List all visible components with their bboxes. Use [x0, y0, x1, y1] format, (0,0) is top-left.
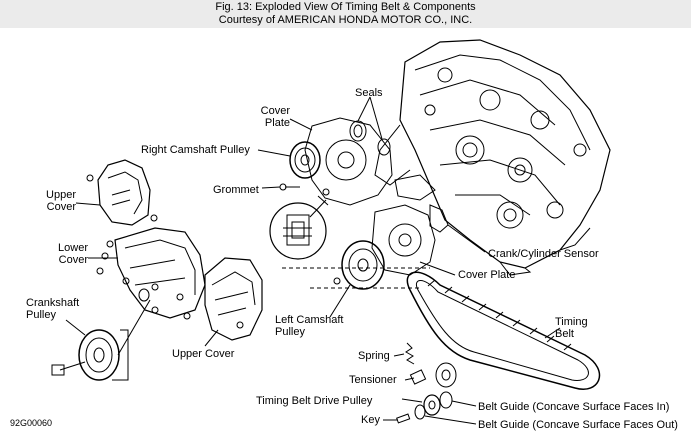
engine-block [374, 39, 611, 276]
crank-cylinder-sensor [429, 204, 486, 253]
belt-guide-leaders [424, 400, 477, 425]
upper-cover-bottom [176, 257, 263, 347]
label-left-camshaft-pulley-line1: Left Camshaft [275, 314, 344, 326]
label-cover-plate-top-line2: Plate [264, 117, 290, 129]
label-lower-cover: Lower Cover [48, 242, 88, 266]
label-timing-belt-drive-pulley: Timing Belt Drive Pulley [256, 395, 373, 407]
label-upper-cover-left-line2: Cover [46, 201, 76, 213]
label-crankshaft-pulley-line1: Crankshaft [26, 297, 80, 309]
spring [393, 342, 415, 365]
lower-cover [88, 227, 206, 319]
upper-cover-left [75, 159, 158, 226]
timing-belt-drive-pulley [401, 391, 453, 420]
label-upper-cover-left-line1: Upper [46, 189, 76, 201]
tensioner [404, 362, 457, 388]
label-crankshaft-pulley-line2: Pulley [26, 309, 56, 321]
label-lower-cover-line2: Cover [58, 254, 88, 266]
label-upper-cover-bottom: Upper Cover [172, 348, 235, 360]
crankshaft-pulley [51, 299, 151, 381]
label-spring: Spring [358, 350, 390, 362]
key [383, 413, 411, 424]
label-left-camshaft-pulley: Left Camshaft Pulley [275, 314, 343, 338]
label-grommet: Grommet [213, 184, 259, 196]
label-tensioner: Tensioner [349, 374, 397, 386]
figure-title: Fig. 13: Exploded View Of Timing Belt & … [215, 1, 476, 13]
label-cover-plate-top: Cover Plate [254, 105, 290, 129]
right-camshaft-pulley [257, 141, 321, 179]
label-timing-belt-line2: Belt [555, 328, 574, 340]
label-lower-cover-line1: Lower [58, 242, 88, 254]
timing-belt [406, 271, 601, 390]
label-timing-belt: Timing Belt [555, 316, 588, 340]
label-crankshaft-pulley: Crankshaft Pulley [26, 297, 79, 321]
label-cover-plate-right: Cover Plate [458, 269, 516, 281]
figure-courtesy: Courtesy of AMERICAN HONDA MOTOR CO., IN… [218, 14, 473, 26]
label-timing-belt-line1: Timing [555, 316, 588, 328]
cover-plate-upper [289, 117, 393, 206]
seals [349, 96, 391, 156]
figure-id: 92G00060 [10, 418, 53, 428]
grommet-bolts [261, 183, 330, 206]
left-camshaft-pulley [329, 240, 385, 318]
figure-header: Fig. 13: Exploded View Of Timing Belt & … [0, 0, 691, 28]
grommet-detail [269, 199, 327, 260]
label-cover-plate-top-line1: Cover [260, 105, 290, 117]
label-right-camshaft-pulley: Right Camshaft Pulley [141, 144, 250, 156]
label-belt-guide-out: Belt Guide (Concave Surface Faces Out) [478, 419, 678, 431]
label-crank-cylinder-sensor: Crank/Cylinder Sensor [488, 248, 599, 260]
label-key: Key [361, 414, 380, 426]
label-left-camshaft-pulley-line2: Pulley [275, 326, 305, 338]
label-seals: Seals [355, 87, 383, 99]
label-upper-cover-left: Upper Cover [36, 189, 76, 213]
alignment-lines [282, 267, 430, 289]
cover-plate-lower [371, 204, 456, 276]
label-belt-guide-in: Belt Guide (Concave Surface Faces In) [478, 401, 670, 413]
